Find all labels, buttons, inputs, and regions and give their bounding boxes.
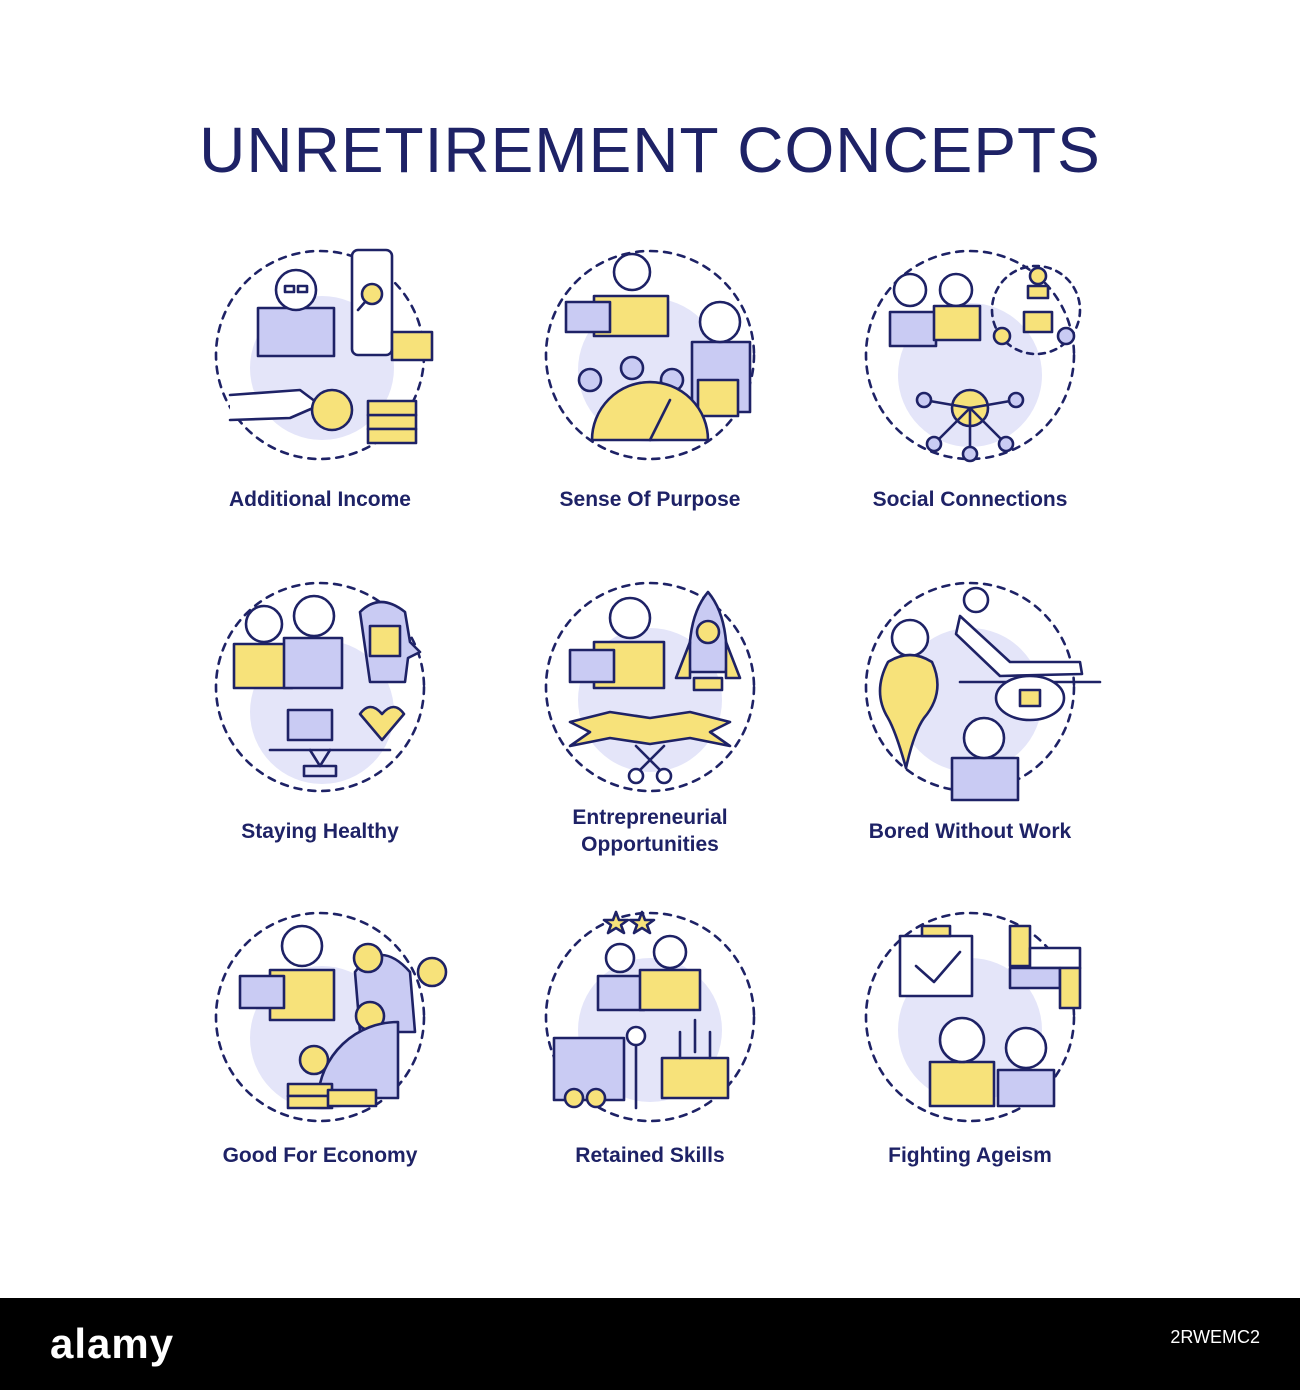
network-icon xyxy=(864,249,1082,463)
startup-rocket-icon xyxy=(544,581,756,793)
concept-bored-without-work: Bored Without Work xyxy=(840,581,1102,882)
image-id: 2RWEMC2 xyxy=(1170,1327,1260,1347)
economy-icon xyxy=(214,911,448,1123)
brand-logo: alamy xyxy=(50,1320,175,1367)
purpose-icon xyxy=(544,249,756,461)
page-title: UNRETIREMENT CONCEPTS xyxy=(199,114,1101,186)
concept-sense-of-purpose: Sense Of Purpose xyxy=(520,249,780,550)
concept-label: Additional Income xyxy=(228,488,411,511)
concept-additional-income: Additional Income xyxy=(190,248,450,550)
concept-good-for-economy: Good For Economy xyxy=(190,911,450,1212)
concept-label: Social Connections xyxy=(872,488,1068,511)
concept-label: Staying Healthy xyxy=(241,820,399,843)
concept-fighting-ageism: Fighting Ageism xyxy=(840,911,1100,1212)
income-icon xyxy=(214,248,434,461)
concept-retained-skills: Retained Skills xyxy=(520,910,780,1212)
concept-label: Bored Without Work xyxy=(868,820,1072,843)
skills-icon xyxy=(544,910,756,1123)
concept-label: Retained Skills xyxy=(575,1144,725,1167)
footer-bar xyxy=(0,1298,1300,1390)
concept-social-connections: Social Connections xyxy=(840,249,1100,550)
concept-label: Sense Of Purpose xyxy=(559,488,741,511)
ageism-icon xyxy=(864,911,1082,1123)
concept-staying-healthy: Staying Healthy xyxy=(190,581,450,882)
concept-label: Good For Economy xyxy=(222,1144,418,1167)
concept-label: Fighting Ageism xyxy=(888,1144,1052,1167)
health-balance-icon xyxy=(214,581,426,793)
bored-icon xyxy=(864,581,1102,802)
